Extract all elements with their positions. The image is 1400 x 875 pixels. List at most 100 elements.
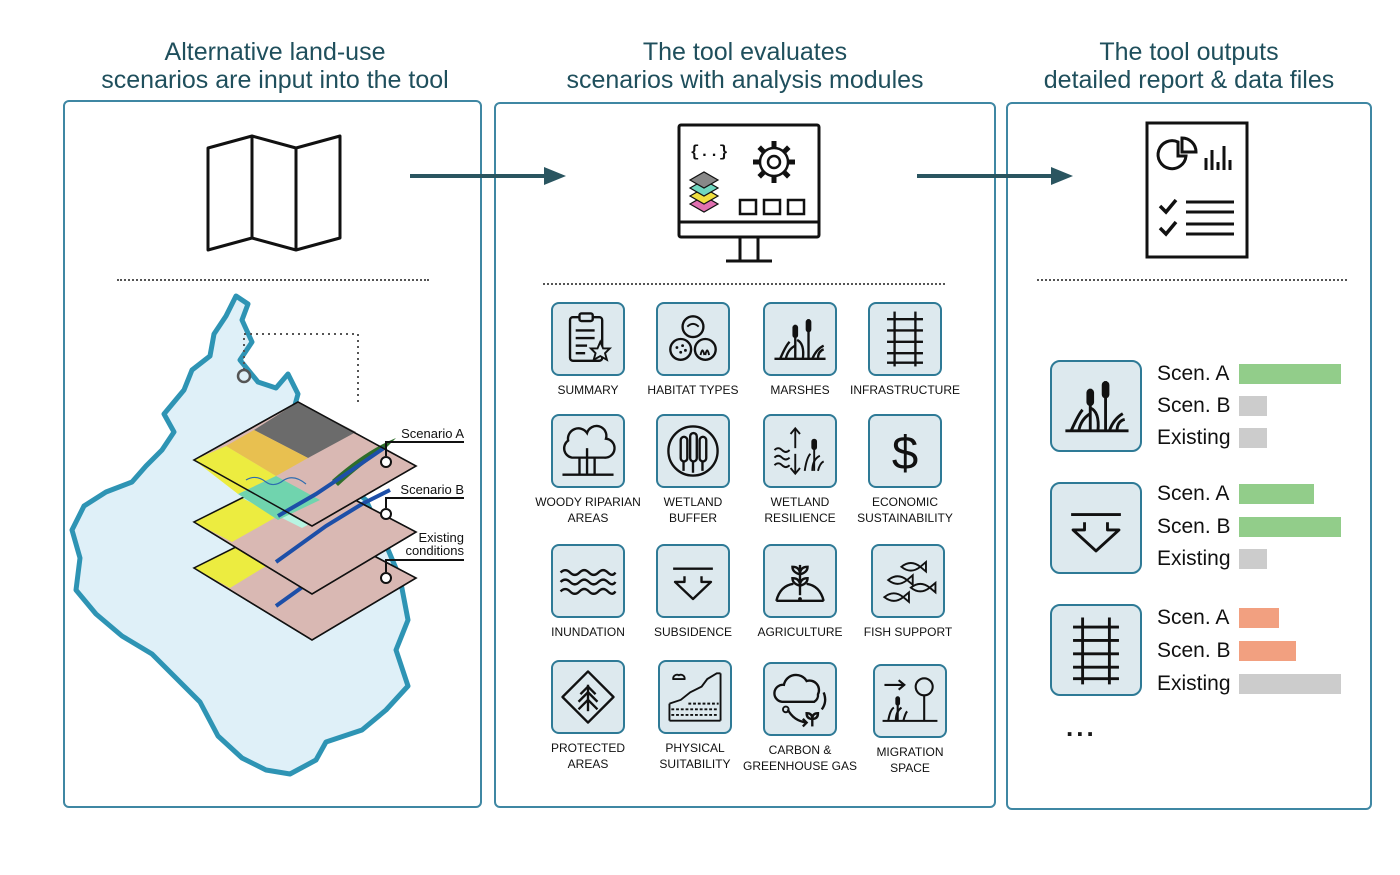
result-row-name: Scen. B — [1157, 639, 1231, 662]
result-bar — [1239, 549, 1267, 569]
label-scenario-b: Scenario B — [400, 482, 464, 497]
result-row: Existing — [1157, 422, 1267, 454]
heading-output-line1: The tool outputs — [1099, 38, 1279, 66]
heading-input: Alternative land-use scenarios are input… — [60, 38, 490, 94]
heading-output: The tool outputs detailed report & data … — [1005, 38, 1373, 94]
module-inundation[interactable]: INUNDATION — [528, 544, 648, 640]
result-row-name: Existing — [1157, 672, 1231, 695]
heading-input-line2: scenarios are input into the tool — [101, 66, 449, 94]
result-row-name: Scen. B — [1157, 515, 1231, 538]
output-separator — [1037, 279, 1347, 281]
module-label: WETLAND BUFFER — [663, 495, 723, 525]
result-railroad-icon — [1050, 604, 1142, 696]
code-braces-text: {..} — [690, 143, 728, 161]
module-summary[interactable]: SUMMARY — [528, 302, 648, 398]
module-woody-riparian[interactable]: WOODY RIPARIAN AREAS — [528, 414, 648, 526]
result-bar — [1239, 484, 1314, 504]
result-row-name: Scen. A — [1157, 482, 1230, 505]
module-label: HABITAT TYPES — [647, 383, 739, 397]
result-row-name: Scen. A — [1157, 606, 1230, 629]
result-bar — [1239, 396, 1267, 416]
svg-text:$: $ — [892, 427, 918, 480]
trees-icon — [551, 414, 625, 488]
folded-map-icon — [206, 134, 342, 252]
module-infrastructure[interactable]: INFRASTRUCTURE — [845, 302, 965, 398]
output-panel — [1006, 102, 1372, 810]
gear-icon — [753, 141, 795, 183]
railroad-icon — [868, 302, 942, 376]
module-label: PHYSICAL SUITABILITY — [659, 741, 731, 771]
heading-output-line2: detailed report & data files — [1043, 66, 1335, 94]
result-row: Existing — [1157, 543, 1267, 575]
result-bar — [1239, 608, 1279, 628]
module-habitat-types[interactable]: HABITAT TYPES — [633, 302, 753, 398]
heading-evaluate: The tool evaluates scenarios with analys… — [495, 38, 995, 94]
clipboard-star-icon — [551, 302, 625, 376]
result-bar — [1239, 428, 1267, 448]
module-label: AGRICULTURE — [757, 625, 843, 639]
habitat-circles-icon — [656, 302, 730, 376]
module-physical-suitability[interactable]: PHYSICAL SUITABILITY — [635, 660, 755, 772]
label-scenario-a: Scenario A — [401, 426, 464, 441]
monitor-icon: {..} — [677, 123, 821, 263]
module-label: FISH SUPPORT — [863, 625, 953, 639]
wetland-buffer-icon — [656, 414, 730, 488]
crop-icon — [763, 544, 837, 618]
result-row-name: Existing — [1157, 426, 1231, 449]
report-icon — [1145, 121, 1249, 259]
resilience-icon — [763, 414, 837, 488]
module-label: SUBSIDENCE — [653, 625, 733, 639]
result-row: Scen. A — [1157, 358, 1341, 390]
module-label: MARSHES — [770, 383, 830, 397]
result-bar — [1239, 641, 1296, 661]
arrow-right-icon — [410, 167, 566, 185]
heading-input-line1: Alternative land-use — [164, 38, 386, 66]
module-marshes[interactable]: MARSHES — [740, 302, 860, 398]
scenario-a-layer — [192, 401, 418, 527]
result-cattail-icon — [1050, 360, 1142, 452]
result-bar — [1239, 674, 1341, 694]
module-protected-areas[interactable]: PROTECTED AREAS — [528, 660, 648, 772]
label-existing-line2: conditions — [405, 543, 464, 558]
input-separator — [117, 279, 429, 281]
result-row-name: Scen. A — [1157, 362, 1230, 385]
protected-tree-icon — [551, 660, 625, 734]
result-row: Scen. B — [1157, 635, 1296, 667]
result-row-name: Scen. B — [1157, 394, 1231, 417]
input-panel — [63, 100, 482, 808]
module-fish-support[interactable]: FISH SUPPORT — [848, 544, 968, 640]
migration-icon — [873, 664, 947, 738]
module-label: INFRASTRUCTURE — [850, 383, 960, 397]
result-subsidence-arrow-icon — [1050, 482, 1142, 574]
module-economic-sustainability[interactable]: $ ECONOMIC SUSTAINABILITY — [845, 414, 965, 526]
module-wetland-buffer[interactable]: WETLAND BUFFER — [633, 414, 753, 526]
module-agriculture[interactable]: AGRICULTURE — [740, 544, 860, 640]
fish-icon — [871, 544, 945, 618]
arrow-right-icon — [917, 167, 1073, 185]
result-row: Scen. A — [1157, 478, 1314, 510]
result-row: Scen. B — [1157, 390, 1267, 422]
module-wetland-resilience[interactable]: WETLAND RESILIENCE — [740, 414, 860, 526]
module-carbon-greenhouse[interactable]: CARBON & GREENHOUSE GAS — [740, 662, 860, 774]
module-migration-space[interactable]: MIGRATION SPACE — [850, 664, 970, 776]
subsidence-arrow-icon — [656, 544, 730, 618]
more-ellipsis: ... — [1066, 712, 1097, 742]
dollar-icon: $ — [868, 414, 942, 488]
cattail-icon — [763, 302, 837, 376]
layers-icon — [688, 171, 720, 213]
module-label: MIGRATION SPACE — [876, 745, 944, 775]
evaluate-separator — [543, 283, 945, 285]
module-subsidence[interactable]: SUBSIDENCE — [633, 544, 753, 640]
heading-evaluate-line1: The tool evaluates — [642, 38, 848, 66]
module-label: CARBON & GREENHOUSE GAS — [742, 743, 858, 773]
carbon-cloud-icon — [763, 662, 837, 736]
evaluate-panel — [494, 102, 996, 808]
module-label: ECONOMIC SUSTAINABILITY — [857, 495, 953, 525]
result-row: Scen. B — [1157, 511, 1341, 543]
heading-evaluate-line2: scenarios with analysis modules — [566, 66, 924, 94]
scenario-map: Scenario A Scenario B Existing condition… — [69, 293, 464, 777]
module-label: WETLAND RESILIENCE — [764, 495, 836, 525]
result-row-name: Existing — [1157, 547, 1231, 570]
waves-icon — [551, 544, 625, 618]
result-bar — [1239, 364, 1341, 384]
